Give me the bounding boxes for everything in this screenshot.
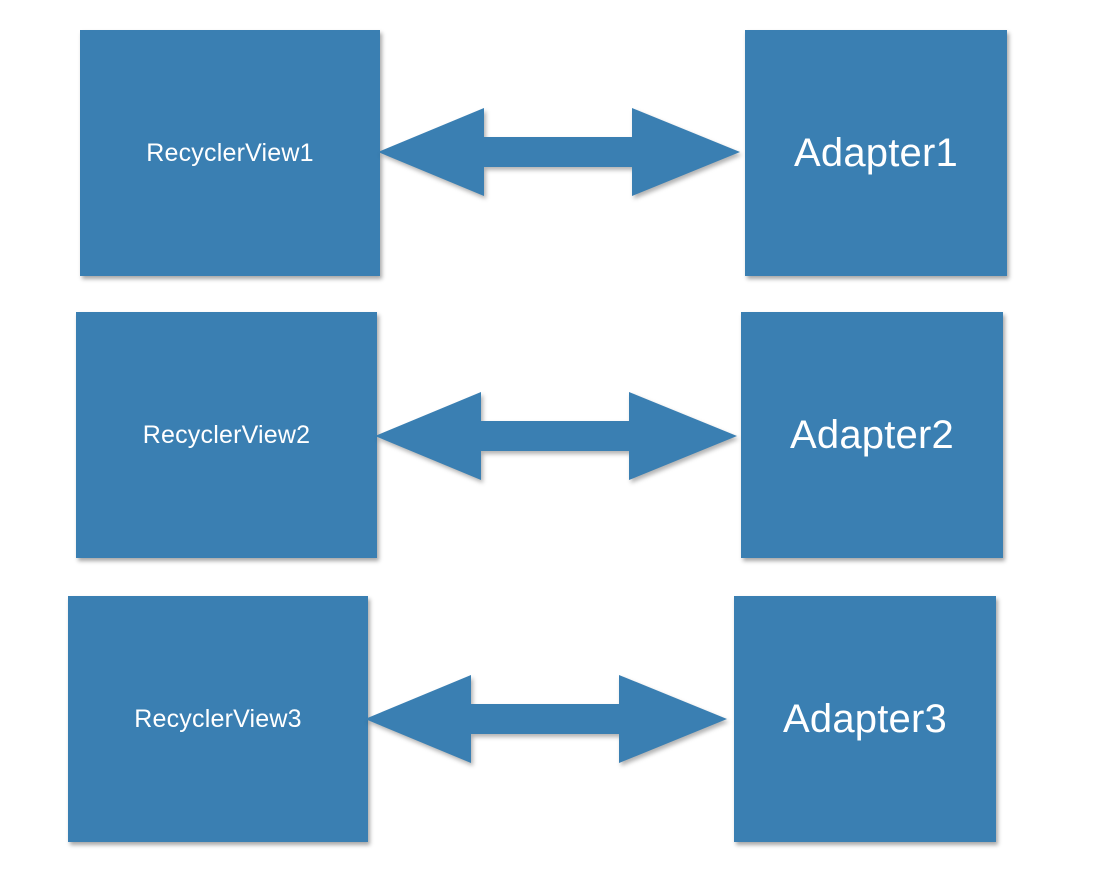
double-arrow-1-icon: [378, 108, 740, 196]
recyclerview-3-label: RecyclerView3: [134, 704, 302, 733]
double-arrow-2-icon: [375, 392, 737, 480]
recyclerview-2-box: RecyclerView2: [76, 312, 377, 558]
recyclerview-1-label: RecyclerView1: [146, 138, 314, 167]
adapter-3-label: Adapter3: [783, 696, 947, 741]
recyclerview-2-label: RecyclerView2: [142, 420, 311, 449]
adapter-1-label: Adapter1: [794, 130, 958, 175]
recyclerview-1-box: RecyclerView1: [80, 30, 380, 276]
adapter-1-box: Adapter1: [745, 30, 1007, 276]
double-arrow-3-icon: [365, 675, 727, 763]
adapter-2-label: Adapter2: [790, 412, 954, 457]
recyclerview-3-box: RecyclerView3: [68, 596, 368, 842]
adapter-3-box: Adapter3: [734, 596, 996, 842]
adapter-2-box: Adapter2: [741, 312, 1003, 558]
